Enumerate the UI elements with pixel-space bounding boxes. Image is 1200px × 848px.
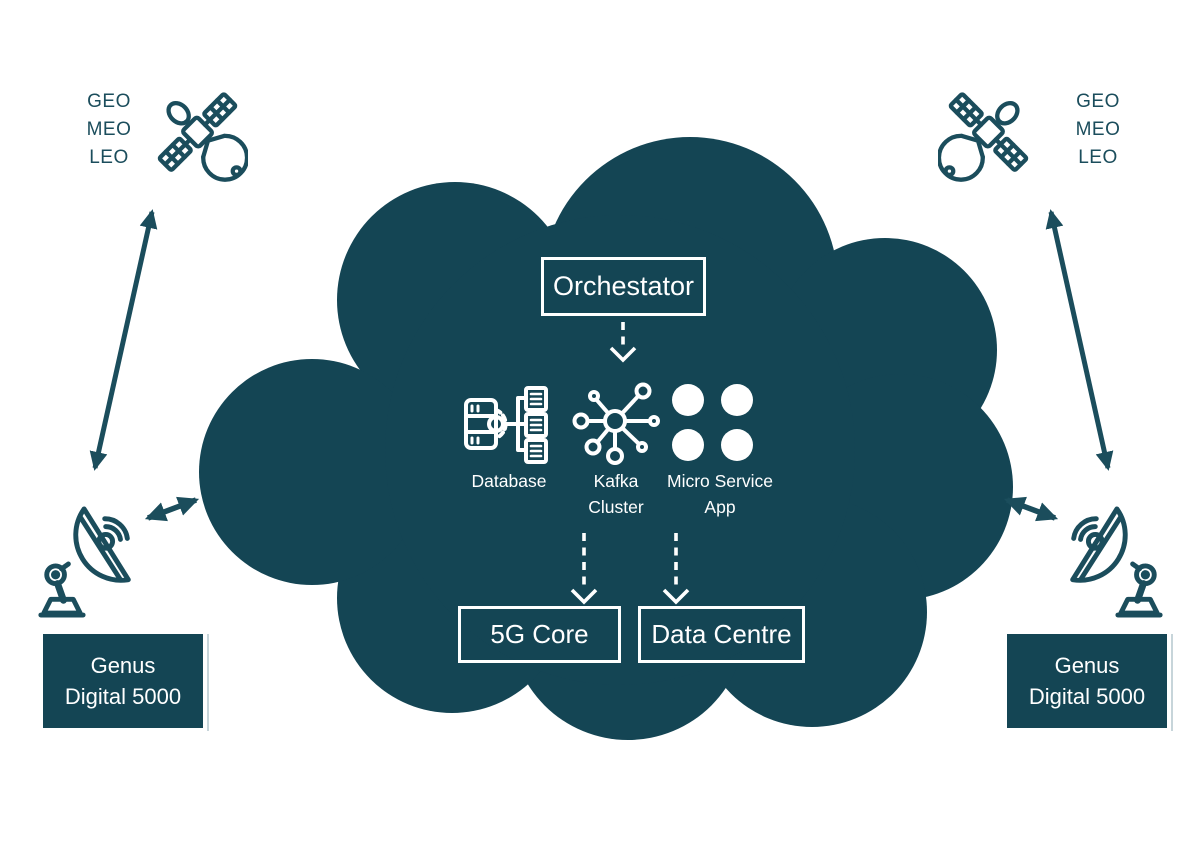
station-name-line1: Genus — [1054, 653, 1120, 678]
satellite-orbit-labels-left: GEO MEO LEO — [74, 88, 144, 172]
dish-icon-right — [1070, 506, 1163, 618]
orbit-label-meo: MEO — [86, 119, 132, 140]
box-data-centre: Data Centre — [638, 606, 805, 663]
database-icon — [464, 386, 548, 464]
station-name-line1: Genus — [90, 653, 156, 678]
uplink-arrow-left — [89, 209, 158, 471]
arrow-to-5g-core — [570, 533, 598, 605]
orchestrator-down-arrow — [609, 322, 637, 363]
ground-cloud-arrow-right — [1003, 496, 1059, 522]
orbit-label-geo: GEO — [1076, 91, 1120, 112]
orbit-label-leo: LEO — [1078, 147, 1118, 168]
orbit-label-geo: GEO — [87, 91, 131, 112]
satellite-icon-left — [157, 92, 248, 182]
orbit-label-leo: LEO — [89, 147, 129, 168]
arrow-to-data-centre — [662, 533, 690, 605]
satellite-orbit-labels-right: GEO MEO LEO — [1063, 88, 1133, 172]
orchestrator-box: Orchestator — [541, 257, 706, 316]
satellite-icon-right — [938, 92, 1029, 182]
ground-cloud-arrow-left — [144, 496, 200, 522]
station-name-line2: Digital 5000 — [1028, 684, 1146, 709]
5g-core-label: 5G Core — [490, 619, 589, 649]
data-centre-label: Data Centre — [651, 619, 792, 649]
dish-icon-left — [38, 506, 131, 618]
kafka-label-line1: Kafka — [593, 471, 639, 491]
microservice-app-icon — [672, 384, 753, 461]
station-name-line2: Digital 5000 — [64, 684, 182, 709]
microservice-label-line1: Micro Service — [667, 471, 773, 491]
orchestrator-label: Orchestator — [552, 271, 695, 301]
box-shadow-line — [1171, 634, 1173, 731]
ground-station-box-left: Genus Digital 5000 — [43, 634, 209, 731]
kafka-label-line2: Cluster — [588, 497, 644, 517]
ground-station-box-right: Genus Digital 5000 — [1007, 634, 1173, 731]
microservice-app-label: Micro Service App — [667, 468, 773, 520]
box-5g-core: 5G Core — [458, 606, 621, 663]
kafka-cluster-label: Kafka Cluster — [588, 468, 643, 520]
uplink-arrow-right — [1045, 209, 1114, 471]
kafka-cluster-icon — [572, 382, 660, 465]
microservice-label-line2: App — [704, 497, 736, 517]
box-shadow-line — [207, 634, 209, 731]
orbit-label-meo: MEO — [1075, 119, 1121, 140]
database-label: Database — [471, 471, 547, 491]
